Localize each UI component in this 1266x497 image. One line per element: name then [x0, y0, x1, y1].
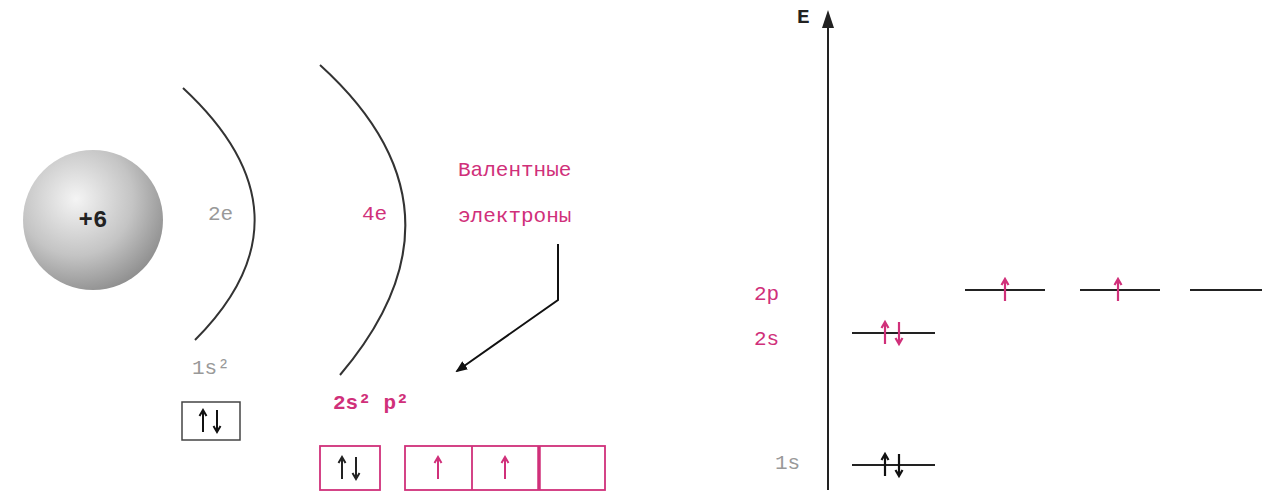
valence-note: Валентные электроны	[458, 148, 628, 240]
axis-label: E	[797, 6, 810, 30]
energy-axis	[827, 24, 829, 490]
level-label: 1s	[775, 452, 800, 476]
orbital-label: 1s²	[192, 357, 230, 381]
orbital-box	[182, 402, 240, 440]
energy-level	[852, 464, 935, 466]
shell-count: 4e	[362, 203, 387, 227]
energy-level	[852, 332, 935, 334]
energy-level	[1190, 289, 1262, 291]
orbital-box	[405, 446, 605, 490]
level-label: 2s	[754, 328, 779, 352]
spin-arrows	[435, 457, 509, 479]
orbital-box	[320, 446, 380, 490]
spin-arrows	[339, 457, 360, 479]
energy-level	[1080, 289, 1160, 291]
spin-arrows	[200, 410, 221, 432]
shell-arc	[320, 65, 405, 375]
nucleus-circle: +6	[23, 150, 163, 290]
level-label: 2p	[754, 283, 779, 307]
shell-count: 2e	[208, 203, 233, 227]
orbital-label: 2s² p²	[333, 392, 409, 416]
nucleus-charge: +6	[79, 207, 108, 234]
shell-arc	[183, 88, 255, 340]
leader-arrow	[457, 244, 558, 371]
